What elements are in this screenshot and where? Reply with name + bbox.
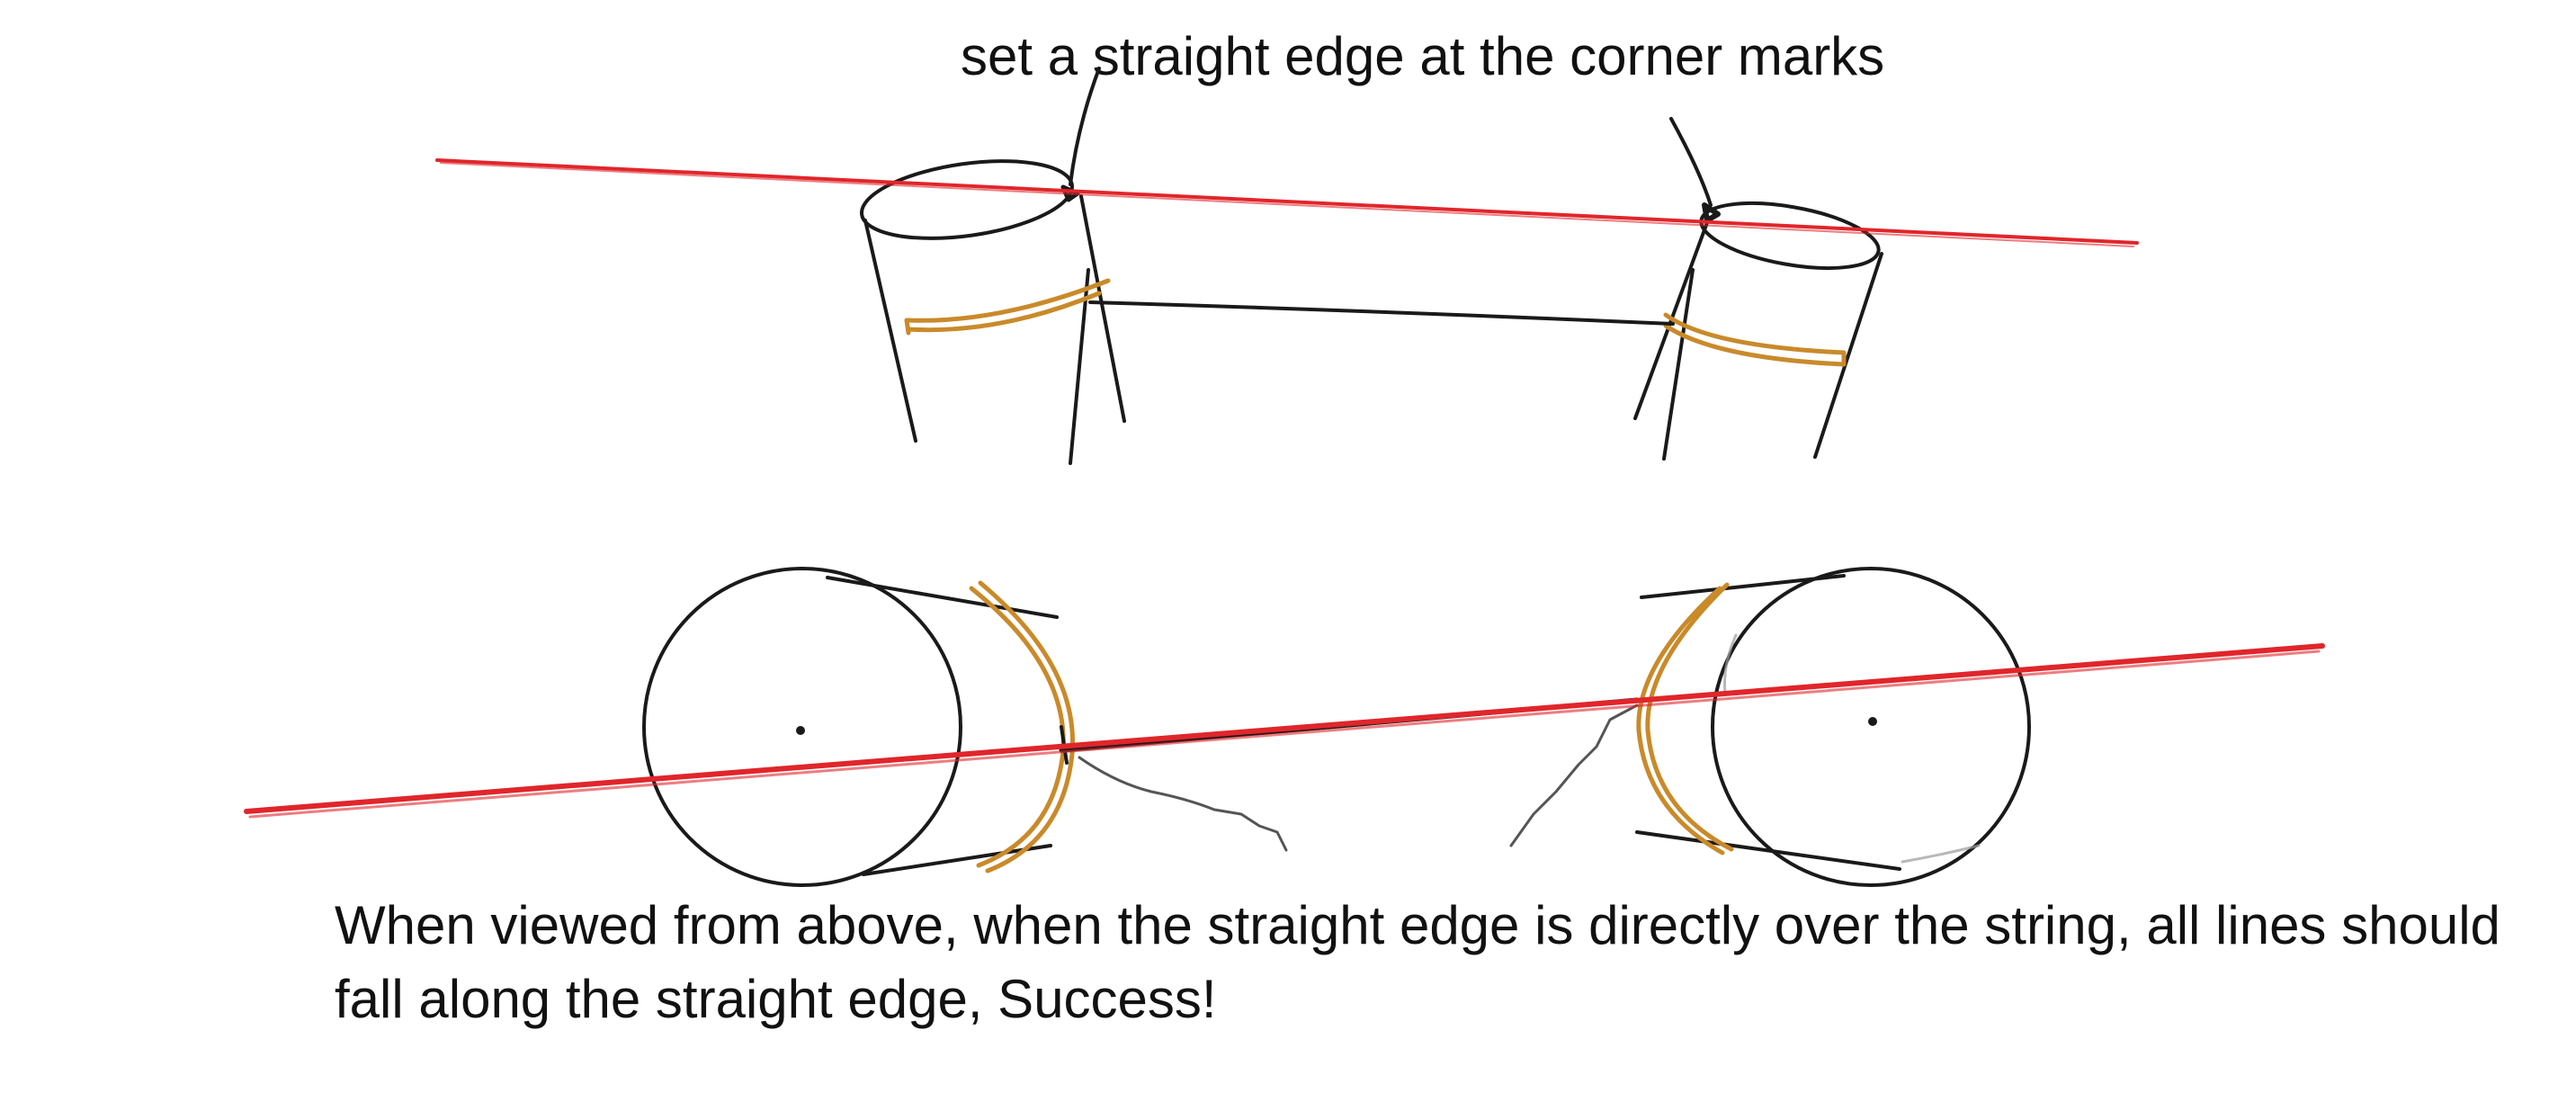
left-post-right-edge-2 [1069,268,1090,465]
top-caption: set a straight edge at the corner marks [961,26,1885,86]
straight-edge-topdown [244,643,2325,814]
string-slack-right [1509,703,1639,847]
arrow-to-left-corner [1069,67,1101,186]
left-post-perspective [860,67,1126,465]
arrow-to-right-corner [1669,117,1713,207]
right-post-circle [1711,567,2031,887]
top-down-view [244,567,2325,887]
right-post-center-dot [1868,717,1877,726]
left-post-right-edge-1 [1079,194,1126,423]
left-post-topdown [642,567,1076,887]
string-slack-left [1078,756,1288,852]
right-post-top-ellipse [1699,202,1881,270]
right-post-right-edge [1813,252,1883,459]
bottom-caption: When viewed from above, when the straigh… [335,895,2500,1029]
left-post-batter-arc [969,580,1076,874]
right-post-perspective [1633,117,1883,461]
right-post-batter-arc [1636,582,1734,856]
left-post-left-edge [863,219,917,443]
left-post-top-ellipse [860,159,1074,240]
right-post-batter-mark [1663,312,1847,367]
straight-edge-perspective-2 [440,162,2134,247]
right-post-topdown [1635,567,2031,887]
string-line-perspective [1088,300,1675,326]
right-post-shadow [1723,633,1981,864]
perspective-view [435,67,2139,465]
left-post-batter-mark [904,278,1111,336]
right-post-tangent-bottom [1635,830,1901,871]
right-post-left-edge-2 [1662,268,1695,461]
left-post-circle [642,567,962,887]
left-post-tangent-bottom [862,844,1052,876]
left-post-center-dot [796,726,805,735]
right-post-tangent-top [1640,574,1846,599]
left-post-tangent-top [826,576,1059,619]
right-post-corner-mark [1702,202,1721,223]
straight-edge-perspective [435,158,2139,245]
straight-edge-topdown-2 [248,650,2321,819]
